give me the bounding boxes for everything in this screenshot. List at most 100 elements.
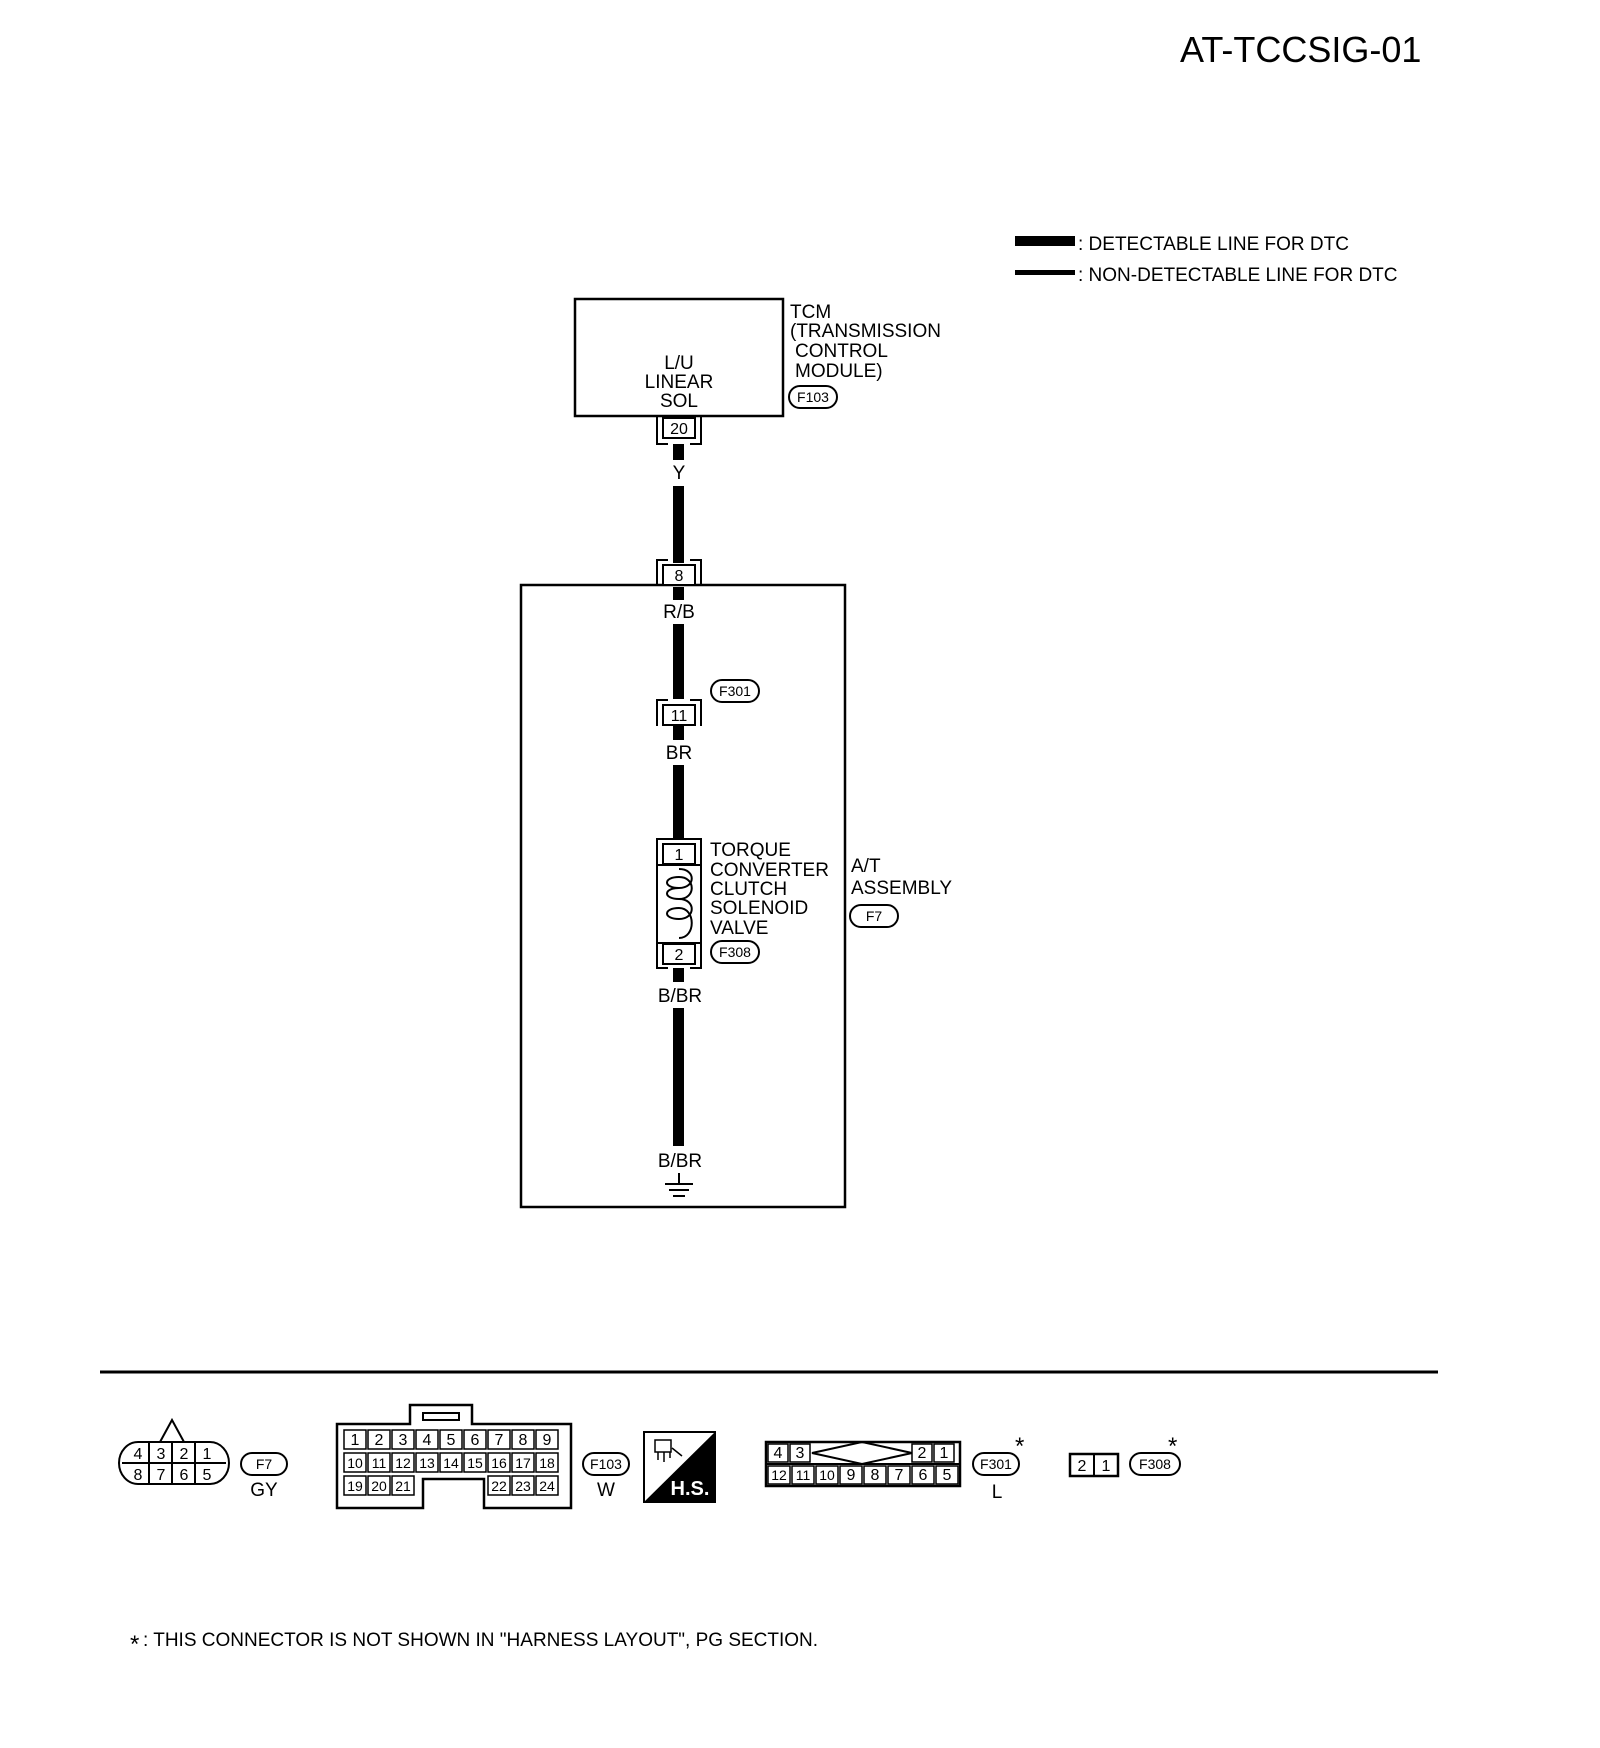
- connector-pin-number: 24: [539, 1478, 555, 1494]
- connector-pin-cell: [911, 1465, 935, 1485]
- connector-pin-cell: [911, 1443, 933, 1463]
- connector-pin-number: 18: [539, 1455, 555, 1471]
- f7-housing: [118, 1441, 230, 1485]
- connector-pin-cell: [887, 1465, 911, 1485]
- svg-text:2: 2: [180, 1446, 189, 1463]
- at-assembly-name-line-1: A/T: [851, 856, 881, 877]
- tcm-name-line-4: MODULE): [795, 361, 883, 382]
- connector-pin-cell: [463, 1452, 487, 1473]
- connector-pin-number: 23: [515, 1478, 531, 1494]
- solenoid-coil-icon: [666, 868, 693, 939]
- f301-connector-badge: [710, 679, 760, 703]
- wire-label-at-in: R/B: [663, 602, 695, 623]
- tcm-pin-number: 20: [670, 421, 688, 438]
- connector-pin-number: 17: [515, 1455, 531, 1471]
- connector-pin-number: 6: [471, 1432, 480, 1449]
- connector-pin-number: 7: [495, 1432, 504, 1449]
- connector-pin-number: 12: [395, 1455, 411, 1471]
- legend: : DETECTABLE LINE FOR DTC : NON-DETECTAB…: [1015, 234, 1398, 286]
- svg-text:2: 2: [1078, 1458, 1087, 1475]
- wire-solenoid-out-2: [673, 1008, 684, 1146]
- legend-non-detectable-swatch: [1015, 270, 1075, 275]
- connector-pin-number: 11: [796, 1467, 811, 1483]
- tcm-block: L/U LINEAR SOL TCM (TRANSMISSION CONTROL…: [573, 297, 941, 418]
- tcm-pin-connector: 20: [656, 416, 702, 445]
- connector-pin-number: 15: [467, 1455, 483, 1471]
- hs-badge: H.S.: [643, 1431, 716, 1503]
- connector-pin-cell: [511, 1429, 535, 1450]
- connector-pin-cell: [863, 1465, 887, 1485]
- wire-f301-out-2: [673, 765, 684, 839]
- f301-connector-id: F301: [719, 683, 751, 699]
- connector-pin-cell: [367, 1452, 391, 1473]
- svg-text:3: 3: [157, 1446, 166, 1463]
- f7-key-icon: [159, 1417, 185, 1443]
- solenoid-name-line-5: VALVE: [710, 918, 768, 939]
- connector-pin-number: 10: [819, 1467, 835, 1483]
- connector-pin-cell: [511, 1452, 535, 1473]
- connector-pin-number: 16: [491, 1455, 507, 1471]
- tcm-terminal-label-line-3: SOL: [660, 391, 698, 412]
- connector-pin-cell: [439, 1429, 463, 1450]
- solenoid-connector-badge: [710, 940, 760, 964]
- connector-view-f7: 4 3 2 1 8 7 6 5 F7 GY: [118, 1417, 288, 1501]
- connector-pin-number: 10: [347, 1455, 363, 1471]
- solenoid-name-line-3: CLUTCH: [710, 879, 787, 900]
- connector-pin-number: 21: [395, 1478, 411, 1494]
- wire-solenoid-out-1: [673, 968, 684, 982]
- connector-pin-number: 19: [347, 1478, 363, 1494]
- connector-view-f308: 2 1 F308 *: [1068, 1433, 1181, 1478]
- connector-pin-number: 2: [918, 1445, 927, 1462]
- tcm-terminal-label-line-2: LINEAR: [645, 372, 714, 393]
- connector-pin-number: 8: [519, 1432, 528, 1449]
- at-assembly-connector-id: F7: [866, 908, 883, 924]
- connector-pin-number: 5: [447, 1432, 456, 1449]
- connector-pin-number: 4: [774, 1445, 783, 1462]
- connector-pin-number: 4: [423, 1432, 432, 1449]
- solenoid-name-line-4: SOLENOID: [710, 898, 808, 919]
- connector-pin-number: 9: [847, 1467, 856, 1484]
- connector-pin-cell: [415, 1429, 439, 1450]
- connector-pin-cell: [415, 1452, 439, 1473]
- connector-pin-cell: [487, 1429, 511, 1450]
- f103-view-color: W: [597, 1480, 615, 1501]
- tcm-connector-id: F103: [797, 389, 829, 405]
- tcm-connector-badge: [788, 385, 838, 409]
- connector-pin-number: 12: [771, 1467, 787, 1483]
- svg-text:7: 7: [157, 1467, 166, 1484]
- connector-pin-cell: [767, 1443, 789, 1463]
- svg-text:5: 5: [203, 1467, 212, 1484]
- f308-view-asterisk: *: [1168, 1433, 1177, 1460]
- svg-text:4: 4: [134, 1446, 143, 1463]
- connector-pin-cell: [791, 1465, 815, 1485]
- wire-tcm-to-at: [673, 444, 684, 460]
- tcm-terminal-label-line-1: L/U: [664, 353, 694, 374]
- tcm-name-line-3: CONTROL: [795, 341, 888, 362]
- connector-pin-cell: [343, 1452, 367, 1473]
- svg-text:6: 6: [180, 1467, 189, 1484]
- wire-tcm-to-at-lower: [673, 486, 684, 563]
- connector-pin-cell: [487, 1475, 511, 1496]
- connector-pin-cell: [535, 1429, 559, 1450]
- svg-text:8: 8: [134, 1467, 143, 1484]
- f7-view-id: F7: [256, 1456, 273, 1472]
- connector-pin-number: 1: [940, 1445, 949, 1462]
- f103-housing: [335, 1403, 573, 1510]
- at-assembly-name-line-2: ASSEMBLY: [851, 878, 952, 899]
- connector-pin-number: 22: [491, 1478, 507, 1494]
- connector-pin-cell: [391, 1452, 415, 1473]
- wire-at-internal-1: [673, 587, 684, 600]
- connector-pin-cell: [933, 1443, 955, 1463]
- wire-label-f301-out: BR: [666, 743, 692, 764]
- f308-view-id: F308: [1139, 1456, 1171, 1472]
- connector-pin-number: 9: [543, 1432, 552, 1449]
- f7-view-color: GY: [250, 1480, 278, 1501]
- wire-label-ground: B/BR: [658, 1151, 702, 1172]
- at-assembly-connector-badge: [849, 904, 899, 928]
- connector-pin-cell: [487, 1452, 511, 1473]
- at-pin-number: 8: [675, 568, 684, 585]
